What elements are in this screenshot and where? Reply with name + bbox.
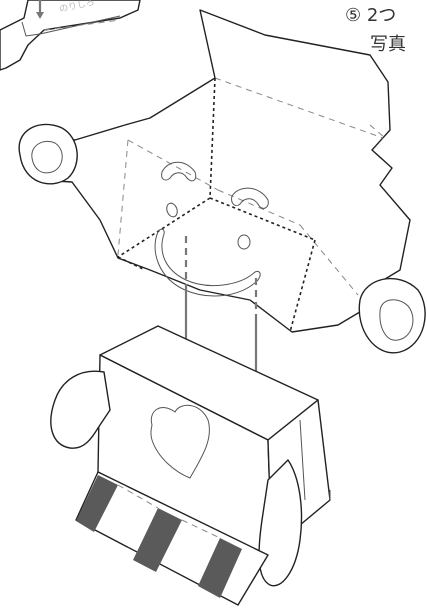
step-instruction-line-2: 写真 [370,34,406,56]
inset-folded-part: のりしろ [0,0,140,70]
head-piece [19,10,425,353]
step-instruction-line-1: ⑤ 2つ [345,5,396,27]
body-piece [51,326,330,605]
